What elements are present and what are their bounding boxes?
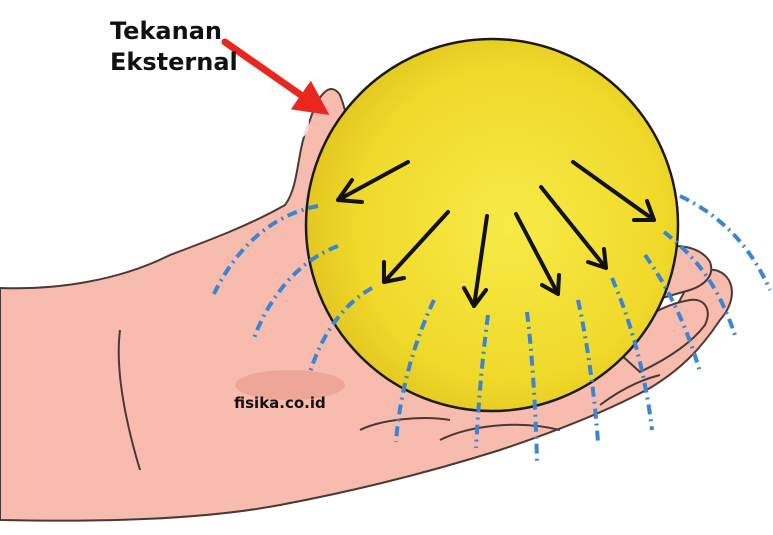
- palm-crease: [439, 423, 561, 441]
- pressure-wave-line: [662, 230, 738, 339]
- internal-force-arrow: [514, 212, 561, 296]
- pressure-wave-line: [252, 244, 339, 339]
- pressure-wave-line: [643, 253, 702, 373]
- pressure-wave-lines: [212, 194, 772, 463]
- pressure-wave-line: [525, 311, 539, 463]
- internal-force-arrow: [336, 160, 410, 204]
- internal-force-arrow: [382, 210, 450, 284]
- watermark: fisika.co.id: [234, 394, 326, 412]
- internal-force-arrows: [336, 160, 656, 308]
- internal-force-arrow: [571, 160, 656, 222]
- palm-crease: [117, 329, 141, 471]
- pressure-wave-line: [308, 286, 373, 373]
- external-pressure-label-line1: Tekanan: [110, 17, 222, 45]
- pressure-wave-line: [610, 277, 654, 431]
- thumb-nail: [291, 106, 309, 138]
- pressure-wave-line: [474, 314, 490, 449]
- palm-shade: [235, 370, 345, 400]
- pressure-wave-line: [212, 204, 319, 295]
- internal-force-arrow: [462, 214, 489, 308]
- external-pressure-label: Tekanan Eksternal: [110, 16, 238, 78]
- pressure-wave-line: [394, 299, 436, 443]
- external-pressure-label-line2: Eksternal: [110, 48, 238, 76]
- pressure-wave-line: [576, 299, 600, 443]
- palm-crease: [599, 374, 661, 406]
- internal-force-arrow: [539, 185, 608, 270]
- external-pressure-arrow: [221, 38, 330, 116]
- palm-crease: [359, 417, 451, 431]
- ball: [304, 37, 680, 413]
- pressure-wave-line: [679, 194, 772, 291]
